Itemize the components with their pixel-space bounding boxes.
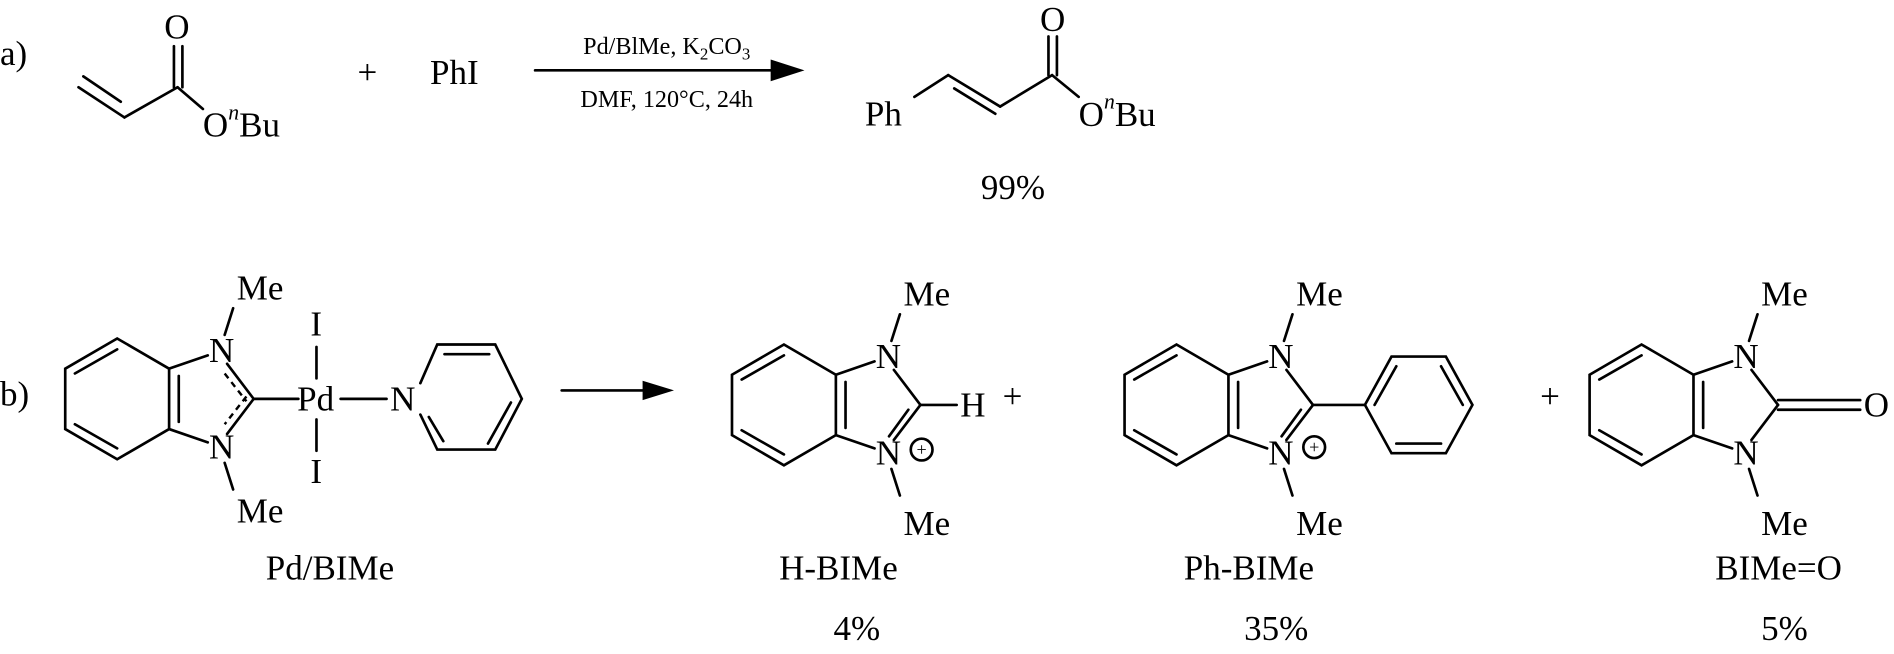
- bond: [1050, 73, 1080, 99]
- atom-label: Me: [1761, 504, 1808, 543]
- h-bime-product: H N N + Me Me: [730, 274, 986, 543]
- bond: [486, 401, 513, 445]
- positive-charge-icon: [909, 437, 934, 462]
- bond: [913, 73, 950, 99]
- reaction-arrow-a: [533, 59, 805, 82]
- atom-label: Me: [1296, 274, 1343, 313]
- atom-label: O: [203, 105, 228, 144]
- yield-h-bime: 4%: [833, 609, 880, 648]
- atom-label: N: [876, 337, 901, 376]
- atom-label: 2: [700, 44, 708, 63]
- bond: [176, 85, 205, 111]
- ph-bime-product: N N + Me Me: [1123, 274, 1474, 543]
- atom-label: N: [1733, 434, 1758, 473]
- product-carbonyl-oxygen: O: [1040, 0, 1065, 39]
- bond: [427, 415, 445, 443]
- part-a-label: a): [0, 34, 27, 73]
- phenyl-ring: [1363, 355, 1474, 455]
- bond: [952, 87, 997, 116]
- bond: [998, 73, 1054, 108]
- product-name-bime-oxide: BIMe=O: [1715, 548, 1842, 587]
- atom-label: +: [917, 440, 927, 460]
- bond: [419, 343, 524, 451]
- conditions-below: DMF, 120°C, 24h: [580, 86, 753, 113]
- atom-label: N: [390, 379, 415, 418]
- atom-label: n: [228, 101, 239, 125]
- atom-label: +: [1309, 437, 1319, 457]
- atom-label: Me: [237, 492, 284, 531]
- product-ester-group: OnBu: [1079, 90, 1156, 134]
- atom-label: N: [1268, 337, 1293, 376]
- atom-label: N: [1733, 337, 1758, 376]
- atom-label: N: [876, 434, 901, 473]
- carbonyl-oxygen: O: [164, 7, 189, 46]
- bond: [946, 73, 1002, 108]
- conditions-above: Pd/BlMe, K2CO3: [583, 33, 750, 63]
- plus-sign: +: [1003, 377, 1023, 416]
- product-name-ph-bime: Ph-BIMe: [1184, 548, 1314, 587]
- positive-charge-icon: [1302, 434, 1327, 460]
- atom-label: 3: [742, 44, 750, 63]
- pd-bime-catalyst: N N Me Me Pd I I N: [63, 268, 524, 531]
- bime-oxide-product: O N N Me Me: [1588, 274, 1889, 543]
- catalyst-name: Pd/BIMe: [266, 548, 394, 587]
- iodobenzene: PhI: [430, 53, 479, 92]
- bond: [1280, 408, 1303, 438]
- product-yield: 99%: [981, 168, 1045, 207]
- atom-label: Me: [904, 504, 951, 543]
- butyl-cinnamate: Ph O OnBu: [865, 0, 1156, 133]
- atom-label: Bu: [1115, 94, 1156, 133]
- atom-label: O: [1079, 94, 1104, 133]
- yield-bime-oxide: 5%: [1761, 609, 1808, 648]
- yield-ph-bime: 35%: [1244, 609, 1308, 648]
- bond: [223, 395, 248, 425]
- structure-part: [770, 59, 805, 82]
- bond: [1439, 364, 1465, 407]
- iodide-bottom: I: [310, 452, 322, 491]
- atom-label: N: [209, 428, 234, 467]
- bond: [223, 372, 248, 403]
- atom-label: Bu: [239, 105, 280, 144]
- plus-sign: +: [358, 53, 378, 92]
- atom-label: Me: [237, 268, 284, 307]
- atom-label: Me: [1761, 274, 1808, 313]
- atom-label: n: [1104, 90, 1115, 114]
- bond: [1373, 364, 1398, 407]
- atom-label: N: [1268, 434, 1293, 473]
- part-a: a) O OnBu + PhI Pd/BlMe, K2CO3 DMF, 120°…: [0, 0, 1156, 207]
- butyl-acrylate: O OnBu: [77, 7, 280, 145]
- phenyl-group: Ph: [865, 94, 902, 133]
- bond: [1363, 355, 1474, 455]
- plus-sign: +: [1540, 377, 1560, 416]
- atom-label: Me: [904, 274, 951, 313]
- atom-label: Me: [1296, 504, 1343, 543]
- atom-label: O: [1864, 385, 1889, 424]
- bond: [77, 85, 126, 119]
- product-name-h-bime: H-BIMe: [779, 548, 898, 587]
- iodide-top: I: [310, 304, 322, 343]
- bond: [123, 85, 179, 119]
- reaction-arrow-b: [560, 380, 675, 401]
- part-b: b) N N Me Me Pd I I N Pd/BIMe: [0, 268, 1889, 648]
- ester-group: OnBu: [203, 101, 280, 145]
- part-b-label: b): [0, 375, 29, 414]
- atom-label: H: [960, 385, 985, 424]
- pyridine-ligand: [419, 343, 524, 451]
- atom-label: CO: [708, 33, 742, 60]
- atom-label: N: [209, 331, 234, 370]
- palladium: Pd: [297, 379, 334, 418]
- structure-part: [642, 380, 675, 401]
- bond: [82, 75, 123, 104]
- bond: [887, 408, 910, 438]
- atom-label: Pd/BlMe, K: [583, 33, 700, 60]
